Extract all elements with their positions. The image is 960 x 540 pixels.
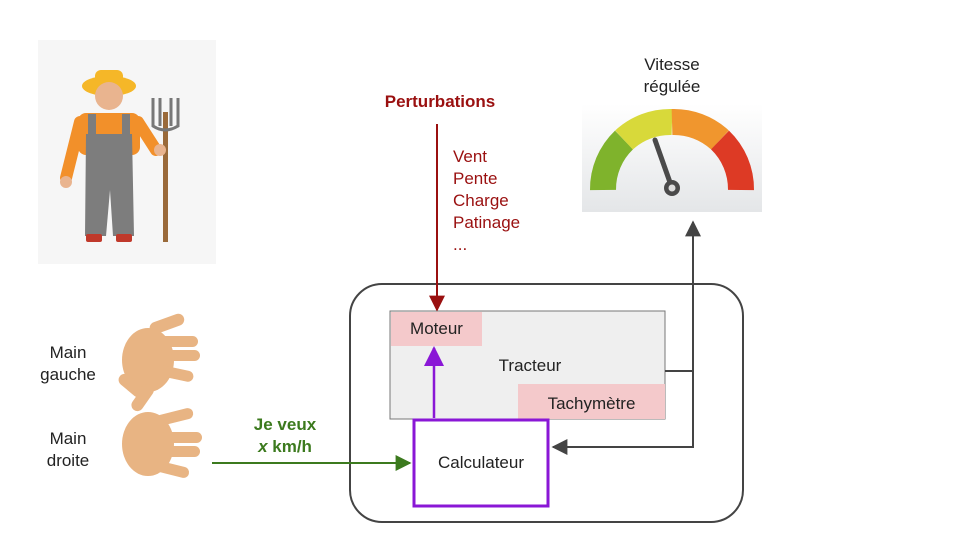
right-hand-label: Main droite — [28, 428, 108, 472]
left-hand-icon — [118, 313, 200, 398]
perturbation-item: Pente — [453, 169, 498, 188]
speedometer-icon — [582, 104, 762, 212]
motor-box — [391, 312, 482, 346]
command-unit: km/h — [267, 437, 312, 456]
calculator-label: Calculateur — [438, 453, 524, 472]
speed-label-line2: régulée — [643, 77, 701, 96]
speed-label: Vitesse régulée — [600, 54, 744, 98]
perturbations-list: Vent Pente Charge Patinage ... — [453, 146, 520, 256]
left-hand-label-line1: Main — [49, 343, 87, 362]
feedback-arrow — [551, 370, 694, 455]
farmer-icon — [38, 40, 216, 264]
perturbations-title: Perturbations — [384, 92, 496, 111]
perturbation-item: Vent — [453, 147, 488, 166]
perturbation-item: Patinage — [453, 213, 521, 232]
right-hand-icon — [122, 384, 202, 478]
tachometer-label: Tachymètre — [547, 394, 636, 413]
command-variable: x — [258, 437, 268, 456]
right-hand-label-line1: Main — [49, 429, 87, 448]
perturbation-item: Charge — [453, 191, 509, 210]
perturbation-item: ... — [453, 235, 468, 254]
system-boundary — [349, 283, 744, 523]
command-label-line2: x km/h — [220, 436, 350, 458]
tractor-label: Tracteur — [498, 356, 562, 375]
motor-label: Moteur — [410, 319, 463, 338]
speed-label-line1: Vitesse — [644, 55, 700, 74]
left-hand-label: Main gauche — [28, 342, 108, 386]
left-hand-label-line2: gauche — [40, 365, 96, 384]
tachometer-box — [518, 384, 665, 419]
command-label: Je veux x km/h — [220, 414, 350, 458]
calculator-box — [412, 418, 550, 508]
command-label-line1: Je veux — [253, 415, 317, 434]
right-hand-label-line2: droite — [46, 451, 90, 470]
